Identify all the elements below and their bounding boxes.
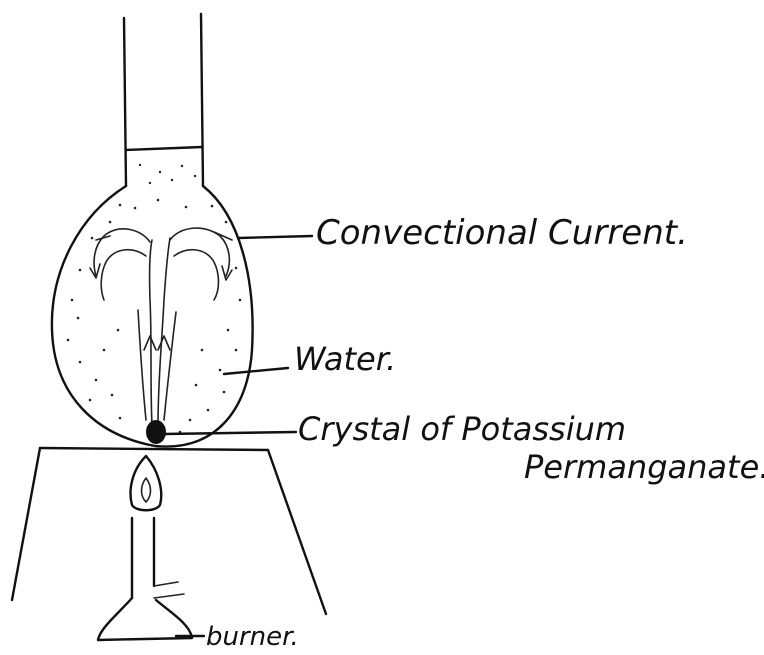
label-burner: burner. xyxy=(206,622,299,652)
flask-bulb xyxy=(52,186,253,447)
potassium-permanganate-crystal xyxy=(146,420,166,444)
stand xyxy=(12,448,326,614)
label-water: Water. xyxy=(294,340,396,378)
label-convectional-current: Convectional Current. xyxy=(316,213,688,253)
leader-lines xyxy=(164,236,312,636)
label-crystal-line2: Permanganate. xyxy=(524,448,764,486)
leader-convection xyxy=(238,236,312,238)
label-crystal-line1: Crystal of Potassium xyxy=(298,410,626,448)
leader-water xyxy=(224,368,288,374)
burner xyxy=(98,456,192,640)
leader-crystal xyxy=(164,432,296,434)
flask-neck xyxy=(124,14,203,186)
